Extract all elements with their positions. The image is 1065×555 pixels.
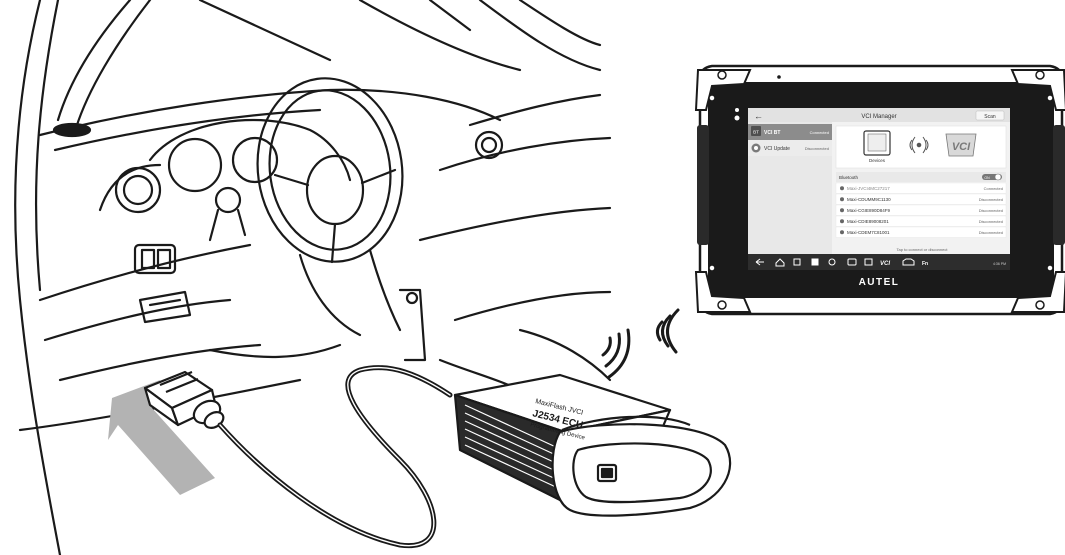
bluetooth-header xyxy=(836,172,1006,182)
nav-settings-icon[interactable] xyxy=(828,258,836,266)
nav-home-icon[interactable] xyxy=(775,258,785,267)
nav-car-icon[interactable] xyxy=(902,258,915,266)
scan-button[interactable] xyxy=(975,110,1005,121)
device-row[interactable] xyxy=(835,204,1007,216)
back-arrow-icon[interactable]: ← xyxy=(754,111,763,121)
nav-fn-label[interactable]: Fn xyxy=(922,261,928,267)
insert-arrow-icon xyxy=(108,380,215,495)
side-menu-item-vci-bt[interactable] xyxy=(748,124,832,140)
device-name: Maxi-JVCI4MC27217 xyxy=(847,186,890,191)
nav-vci-label[interactable]: VCI xyxy=(880,261,890,267)
nav-apps-icon[interactable] xyxy=(811,258,819,266)
device-row[interactable] xyxy=(835,215,1007,227)
device-status: Disconnected xyxy=(979,230,1003,235)
side-menu-icon-bt: BT xyxy=(753,130,759,135)
footer-hint: Tap to connect or disconnect xyxy=(897,247,949,252)
bluetooth-icon xyxy=(751,126,761,136)
screen-title: VCI Manager xyxy=(861,114,896,120)
device-signal-icon xyxy=(840,197,844,202)
nav-video-icon[interactable] xyxy=(864,258,873,266)
side-menu-item-vci-update[interactable] xyxy=(748,140,832,156)
vci-device xyxy=(453,373,732,517)
device-name: Maxi-CDEM7C81001 xyxy=(847,230,890,235)
devices-label: Devices xyxy=(869,158,886,163)
device-name: Maxi-CDUMM9C1130 xyxy=(847,197,891,202)
device-name: Maxi-CGIE890D84F9 xyxy=(847,208,891,213)
devices-card xyxy=(835,125,1007,169)
signal-waves-icon xyxy=(909,136,929,154)
scan-button-label: Scan xyxy=(984,114,996,120)
side-menu-status-vci-update: Disconnected xyxy=(805,146,829,151)
side-menu-status-vci-bt: Connected xyxy=(810,130,829,135)
device-status: Connected xyxy=(984,186,1003,191)
bluetooth-toggle-label: ON xyxy=(984,176,990,180)
bottom-nav-bar xyxy=(748,254,1010,270)
bluetooth-label: Bluetooth xyxy=(839,175,859,180)
side-menu-label-vci-bt: VCI BT xyxy=(764,130,780,136)
vci-logo-text: VCI xyxy=(952,141,971,153)
device-status: Disconnected xyxy=(979,208,1003,213)
obd-connector xyxy=(143,370,225,429)
device-list: Maxi-JVCI4MC27217 ConnectedMaxi-CDUMM9C11… xyxy=(835,182,1007,238)
device-signal-icon xyxy=(840,219,844,224)
vci-logo-icon xyxy=(945,133,977,157)
device-signal-icon xyxy=(840,186,844,191)
screen-title-bar xyxy=(748,108,1010,122)
wireless-signal-icon xyxy=(601,308,680,379)
device-row[interactable] xyxy=(835,226,1007,238)
device-row[interactable] xyxy=(835,182,1007,194)
tablet-brand-logo: AUTEL xyxy=(859,277,900,288)
device-name: Maxi-CDIE89008201 xyxy=(847,219,889,224)
device-signal-icon xyxy=(840,230,844,235)
device-status: Disconnected xyxy=(979,197,1003,202)
device-signal-icon xyxy=(840,208,844,213)
status-bar-text: 4:36 PM xyxy=(993,262,1006,266)
device-row[interactable] xyxy=(835,193,1007,205)
nav-back-icon[interactable] xyxy=(755,258,764,266)
device-status: Disconnected xyxy=(979,219,1003,224)
car-interior xyxy=(14,0,612,555)
nav-recent-icon[interactable] xyxy=(793,258,801,266)
nav-camera-icon[interactable] xyxy=(847,258,857,266)
side-menu-label-vci-update: VCI Update xyxy=(764,146,790,152)
